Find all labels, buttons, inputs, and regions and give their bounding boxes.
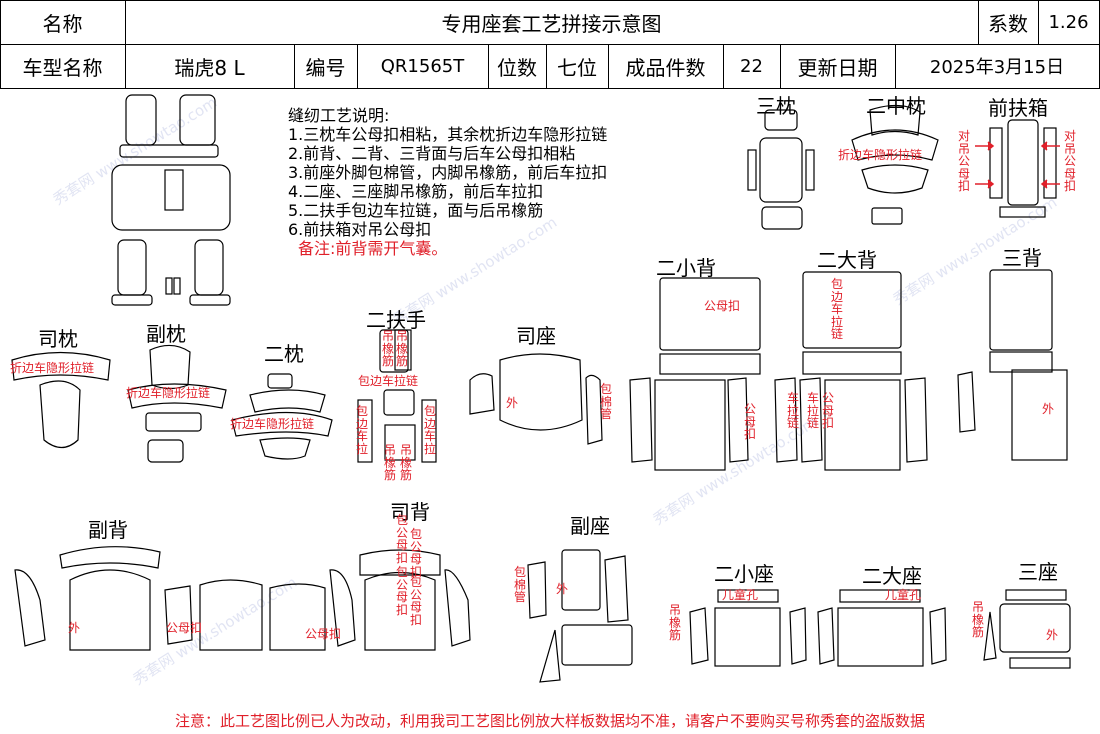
annotation-bao-gongmu: 包公母扣 [410,575,423,627]
annotation-baobian-la: 包边车拉 [424,404,437,456]
si-zhen-pattern [11,351,111,449]
footer-warning: 注意：此工艺图比例已人为改动，利用我司工艺图比例放大样板数据均不准，请客户不要购… [174,712,925,730]
header-grid: 名称 专用座套工艺拼接示意图 系数 1.26 车型名称 瑞虎8 L 编号 QR1… [0,0,1100,89]
er-fu-shou-pattern [357,329,437,463]
er-zhong-zhen-pattern [851,104,939,225]
annotation-dui-diao: 对吊公母扣 [958,129,971,194]
san-zhen-pattern [747,109,815,230]
annotation-wai: 外 [68,621,81,635]
annotation-diao-xiangjin: 吊橡筋 [972,600,985,640]
sewing-notes: 缝纫工艺说明: 1.三枕车公母扣相粘，其余枕折边车隐形拉链 2.前背、二背、三背… [288,106,607,258]
annotation-diao-xiangjin: 吊橡筋 [384,443,397,483]
page-title: 专用座套工艺拼接示意图 [441,11,662,36]
pieces-value: 22 [740,55,763,77]
label-si-bei: 司背 [390,500,430,524]
label-er-da-bei: 二大背 [817,248,877,272]
update-label: 更新日期 [797,55,878,80]
label-er-da-zuo: 二大座 [862,564,922,588]
si-bei-pattern [269,549,471,651]
label-san-zuo: 三座 [1018,560,1058,584]
annotation-diao-xiangjin: 吊橡筋 [396,329,409,369]
annotation-er-tong-kong: 儿童孔 [885,588,922,602]
fu-zhen-pattern [127,344,227,463]
annotation-zipper: 折边车隐形拉链 [10,361,95,375]
notes-remark: 备注:前背需开气囊。 [298,239,448,258]
er-zhen-pattern [231,373,333,460]
annotation-baobian-che-lalian: 包边车拉链 [831,277,844,342]
label-fu-zuo: 副座 [570,514,610,538]
seat-overview-illustration [111,94,231,306]
annotation-bao-mianguan: 包棉管 [600,382,613,422]
annotation-gongmu-kou: 公母扣 [305,627,342,641]
label-qian-fu-xiang: 前扶箱 [988,96,1048,120]
annotation-gongmu-kou: 公母扣 [822,391,835,431]
san-bei-pattern [957,269,1068,461]
label-san-bei: 三背 [1002,246,1042,270]
annotation-che-la-lian: 车拉链 [807,391,820,431]
qian-fu-xiang-pattern [989,119,1057,218]
arrow-icons [975,141,1060,189]
notes-item: 5.二扶手包边车拉链，面与后吊橡筋 [288,201,544,220]
label-er-fu-shou: 二扶手 [366,308,426,332]
label-er-zhen: 二枕 [264,342,304,366]
label-er-xiao-bei: 二小背 [656,256,716,280]
model-value: 瑞虎8 L [174,55,245,80]
annotation-baobian-la: 包边车拉 [356,404,369,456]
annotation-bao-gongmu: 包公母扣 [410,527,423,579]
label-fu-zhen: 副枕 [146,322,186,346]
annotation-che-la-lian: 车拉链 [787,391,800,431]
update-value: 2025年3月15日 [929,57,1065,78]
annotation-zipper: 折边车隐形拉链 [838,148,923,162]
annotation-bao-gongmu: 包公母扣 [396,513,409,565]
label-si-zhen: 司枕 [38,327,78,351]
annotation-zipper: 折边车隐形拉链 [230,417,315,431]
annotation-diao-xiangjin: 吊橡筋 [382,329,395,369]
coef-label: 系数 [988,11,1028,36]
annotation-diao-xiangjin: 吊橡筋 [400,443,413,483]
annotation-zipper: 折边车隐形拉链 [126,386,211,400]
label-er-xiao-zuo: 二小座 [714,562,774,586]
er-xiao-zuo-pattern [689,589,807,667]
annotation-wai: 外 [506,396,519,410]
annotation-gongmu-kou: 公母扣 [166,621,203,635]
annotation-baobian-lalian: 包边车拉链 [358,374,419,388]
er-da-zuo-pattern [817,589,947,667]
label-fu-bei: 副背 [88,518,128,542]
code-value: QR1565T [380,55,465,77]
annotation-wai: 外 [1046,628,1059,642]
er-xiao-bei-pattern [629,277,761,471]
seats-value: 七位 [557,55,597,80]
pieces-label: 成品件数 [625,55,706,80]
notes-item: 1.三枕车公母扣相粘，其余枕折边车隐形拉链 [288,125,608,144]
code-label: 编号 [305,55,346,80]
annotation-er-tong-kong: 儿童孔 [722,588,759,602]
annotation-wai: 外 [1042,402,1055,416]
fu-bei-pattern [14,546,263,651]
annotation-bao-mianguan: 包棉管 [514,565,527,605]
name-label: 名称 [42,11,83,36]
fu-zuo-pattern [527,549,633,683]
model-label: 车型名称 [22,55,103,80]
annotation-gongmu-kou: 公母扣 [744,402,757,442]
annotation-wai: 外 [556,582,569,596]
notes-item: 6.前扶箱对吊公母扣 [288,220,432,239]
label-er-zhong-zhen: 二中枕 [866,94,926,118]
annotation-gongmu-kou: 公母扣 [704,299,741,313]
annotation-dui-diao: 对吊公母扣 [1064,129,1077,194]
er-da-bei-pattern [774,271,928,471]
annotation-diao-xiangjin: 吊橡筋 [669,603,682,643]
si-zuo-pattern [469,353,603,445]
seats-label: 位数 [497,55,537,80]
notes-item: 4.二座、三座脚吊橡筋，前后车拉扣 [288,182,544,201]
notes-item: 3.前座外脚包棉管，内脚吊橡筋，前后车拉扣 [288,163,608,182]
notes-heading: 缝纫工艺说明: [288,106,390,125]
label-si-zuo: 司座 [516,324,556,348]
coef-value: 1.26 [1048,11,1089,33]
san-zuo-pattern [983,589,1071,669]
label-san-zhen: 三枕 [756,94,796,118]
notes-item: 2.前背、二背、三背面与后车公母扣相粘 [288,144,576,163]
annotation-bao-gongmu: 包公母扣 [396,565,409,617]
